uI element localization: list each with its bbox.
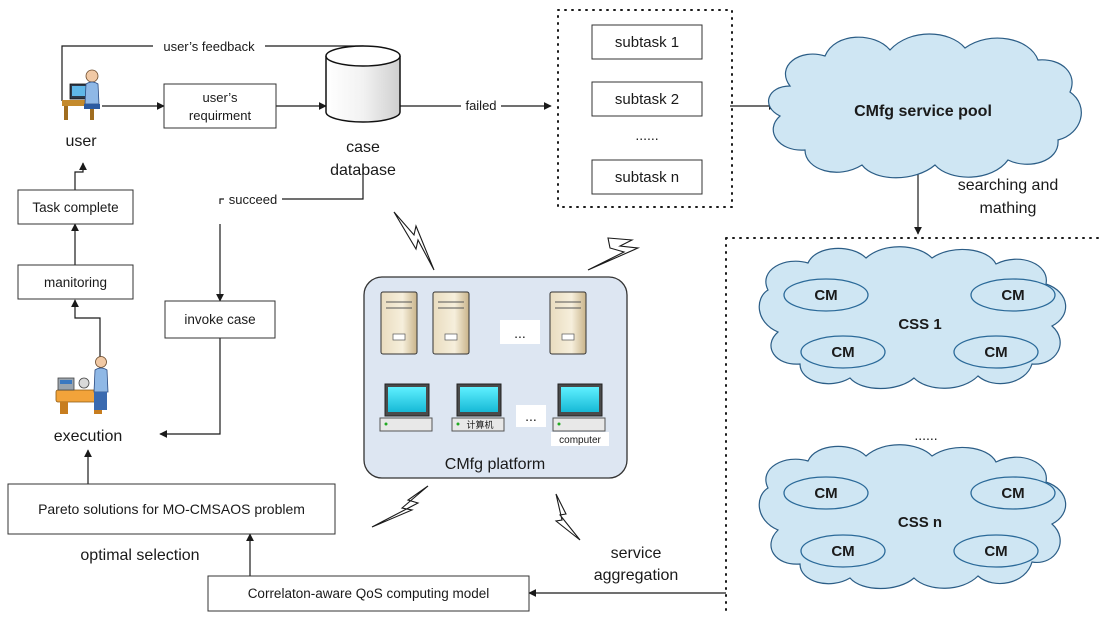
cm-node bbox=[970, 278, 1056, 312]
computer-ellipsis-tag bbox=[516, 405, 546, 427]
succeed-label-mask bbox=[224, 192, 282, 207]
subtask-2-box bbox=[591, 81, 703, 117]
user-icon bbox=[62, 69, 100, 120]
case-database-label-1: case bbox=[346, 139, 380, 156]
cm-node bbox=[783, 278, 869, 312]
pareto-label: Pareto solutions for MO-CMSAOS problem bbox=[38, 501, 305, 517]
monitoring-label: manitoring bbox=[44, 275, 107, 290]
requirement-label-1: user’s bbox=[203, 90, 238, 105]
computer-screen-text: 计算机 bbox=[466, 419, 493, 430]
cm-node bbox=[800, 335, 886, 369]
computer-icon: 计算机 bbox=[451, 383, 505, 432]
wireless-signal-icons bbox=[371, 211, 641, 541]
cm-node-label: CM bbox=[831, 344, 854, 361]
pareto-box bbox=[7, 483, 336, 535]
execution-to-monitoring-arrow bbox=[71, 299, 101, 370]
server-icon bbox=[549, 291, 587, 355]
execution-label: execution bbox=[54, 428, 123, 445]
task-complete-box bbox=[17, 189, 134, 225]
cm-node-label: CM bbox=[1001, 485, 1024, 502]
server-icon bbox=[380, 291, 418, 355]
subtask-n-box bbox=[591, 159, 703, 195]
cm-node bbox=[953, 534, 1039, 568]
subtask-n-label: subtask n bbox=[615, 169, 679, 186]
succeed-line bbox=[219, 168, 364, 204]
cm-node bbox=[783, 476, 869, 510]
requirement-box bbox=[163, 83, 277, 129]
service-pool-label: CMfg service pool bbox=[854, 103, 992, 120]
failed-label: failed bbox=[465, 98, 496, 113]
service-aggregation-label-1: service bbox=[611, 545, 662, 562]
subtask-list: subtask 1 subtask 2 ...... subtask n bbox=[591, 24, 703, 195]
case-database-label-2: database bbox=[330, 162, 396, 179]
invoke-case-box bbox=[164, 300, 276, 339]
subtask-container-border bbox=[557, 9, 733, 208]
css-area-border bbox=[725, 237, 1101, 613]
task-complete-label: Task complete bbox=[32, 200, 118, 215]
cm-node bbox=[970, 476, 1056, 510]
cmfg-platform-label: CMfg platform bbox=[445, 456, 545, 473]
searching-label-2: mathing bbox=[980, 200, 1037, 217]
failed-label-mask bbox=[461, 99, 501, 113]
cm-node bbox=[953, 335, 1039, 369]
css-ellipsis: ...... bbox=[914, 427, 937, 443]
service-pool-cloud bbox=[768, 33, 1082, 179]
invoke-case-label: invoke case bbox=[184, 312, 255, 327]
server-ellipsis: ... bbox=[514, 325, 526, 341]
lightning-bolt-icon bbox=[393, 211, 435, 271]
invoke-to-execution-arrow bbox=[159, 338, 221, 438]
computer-icon bbox=[552, 383, 606, 432]
computer-icon bbox=[379, 383, 433, 432]
qos-model-label: Correlaton-aware QoS computing model bbox=[248, 586, 490, 601]
feedback-label-mask bbox=[153, 39, 265, 54]
lightning-bolt-icon bbox=[371, 485, 429, 528]
server-icon bbox=[432, 291, 470, 355]
cm-node-label: CM bbox=[984, 344, 1007, 361]
cm-node-label: CM bbox=[814, 485, 837, 502]
feedback-label: user’s feedback bbox=[163, 39, 255, 54]
subtask-2-label: subtask 2 bbox=[615, 91, 679, 108]
succeed-label: succeed bbox=[229, 192, 277, 207]
subtask-ellipsis: ...... bbox=[635, 127, 658, 143]
task-to-user-arrow bbox=[74, 162, 87, 190]
cm-node-label: CM bbox=[814, 287, 837, 304]
computer-ellipsis: ... bbox=[525, 408, 537, 424]
css-1-cm-nodes: CM CM CM CM bbox=[783, 278, 1056, 369]
lightning-bolt-icon bbox=[587, 237, 641, 271]
user-label: user bbox=[65, 133, 97, 150]
searching-label-1: searching and bbox=[958, 177, 1059, 194]
lightning-bolt-icon bbox=[554, 493, 581, 541]
cm-node-label: CM bbox=[1001, 287, 1024, 304]
computers-row: 计算机 ... computer bbox=[379, 383, 609, 446]
css-1-label: CSS 1 bbox=[898, 316, 941, 333]
servers-row: ... bbox=[380, 291, 587, 355]
computer-caption-tag bbox=[551, 432, 609, 446]
subtask-1-label: subtask 1 bbox=[615, 34, 679, 51]
optimal-selection-label: optimal selection bbox=[80, 547, 199, 564]
cm-node-label: CM bbox=[984, 543, 1007, 560]
cm-node-label: CM bbox=[831, 543, 854, 560]
execution-icon bbox=[55, 356, 109, 414]
server-ellipsis-tag bbox=[500, 320, 540, 344]
qos-model-box bbox=[207, 575, 530, 612]
subtask-1-box bbox=[591, 24, 703, 60]
css-n-label: CSS n bbox=[898, 514, 942, 531]
service-aggregation-label-2: aggregation bbox=[594, 567, 679, 584]
case-database-icon bbox=[325, 45, 401, 123]
cm-node bbox=[800, 534, 886, 568]
computer-caption: computer bbox=[559, 435, 601, 446]
requirement-label-2: requirment bbox=[189, 108, 252, 123]
css-n-cm-nodes: CM CM CM CM bbox=[783, 476, 1056, 568]
monitoring-box bbox=[17, 264, 134, 300]
